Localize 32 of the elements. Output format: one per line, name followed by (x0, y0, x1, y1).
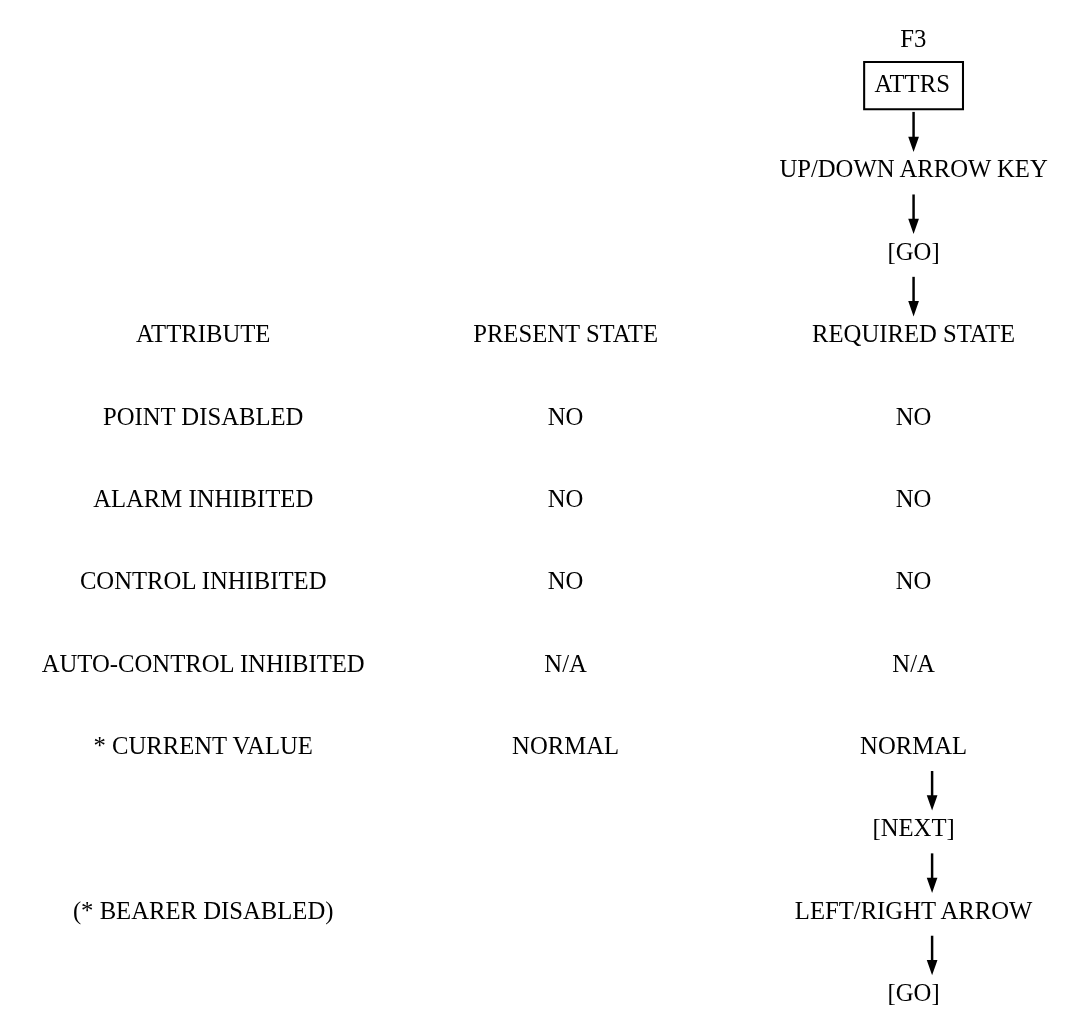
node-text: REQUIRED STATE (812, 320, 1016, 348)
label: POINT DISABLED (102, 402, 304, 430)
label: CONTROL INHIBITED (79, 567, 327, 595)
node-text: UP/DOWN ARROW KEY (779, 155, 1048, 183)
arrow (926, 935, 938, 976)
node-text: NORMAL (860, 732, 968, 759)
node-text: [GO] (887, 237, 940, 265)
arrow (908, 194, 919, 235)
label: ALARM INHIBITED (93, 484, 314, 512)
label: AUTO-CONTROL INHIBITED (41, 649, 365, 677)
arrow (926, 771, 938, 811)
arrow (908, 276, 919, 317)
label: NO (895, 402, 932, 430)
label: PRESENT STATE (473, 320, 658, 348)
label: NO (547, 402, 584, 430)
label: NO (547, 567, 584, 595)
label: ATTRIBUTE (135, 320, 271, 348)
node-box: ATTRS (863, 60, 964, 111)
label: NO (895, 484, 932, 512)
arrow (908, 111, 919, 153)
node-text: [GO] (887, 979, 940, 1007)
label: NO (895, 567, 932, 595)
label: N/A (892, 649, 935, 677)
label: NORMAL (512, 732, 620, 759)
label: * CURRENT VALUE (93, 732, 313, 759)
label: NO (547, 484, 584, 512)
node-text: [NEXT] (872, 814, 955, 842)
node-label: F3 (900, 24, 927, 52)
arrow (926, 853, 938, 893)
node-text: LEFT/RIGHT ARROW (794, 896, 1033, 924)
label: (* BEARER DISABLED) (72, 896, 334, 924)
label: N/A (544, 649, 587, 677)
